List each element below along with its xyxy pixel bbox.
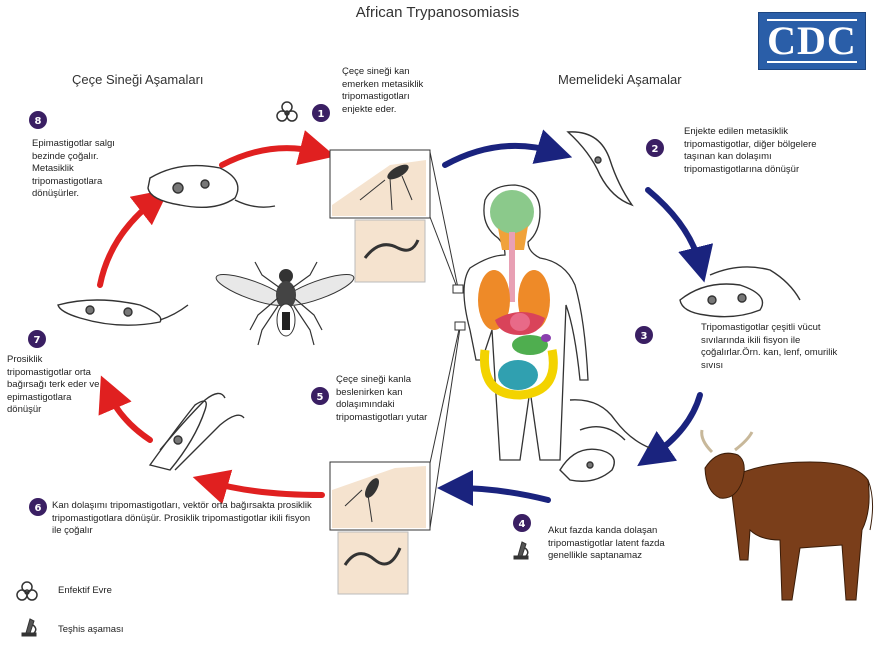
- tsetse-fly-illustration: [213, 262, 357, 345]
- step-5-text: Çeçe sineği kanla beslenirken kan dolaşı…: [336, 374, 431, 424]
- svg-text:4: 4: [519, 519, 526, 530]
- parasite-stage-7: [58, 300, 188, 325]
- step-3-text: Tripomastigotlar çeşitli vücut sıvıların…: [701, 322, 846, 372]
- legend-microscope-icon: [22, 619, 36, 636]
- arrow-8-to-1: [222, 148, 318, 165]
- legend-infective-label: Enfektif Evre: [58, 585, 112, 598]
- step-4-text: Akut fazda kanda dolaşan tripomastigotla…: [548, 525, 688, 563]
- parasite-stage-6: [150, 393, 244, 470]
- svg-text:7: 7: [34, 335, 41, 346]
- arrow-1-to-2: [445, 146, 555, 165]
- parasite-stage-8: [148, 166, 275, 208]
- cow-illustration: [702, 430, 873, 600]
- svg-text:3: 3: [641, 331, 648, 342]
- badge-4: 4: [513, 514, 531, 532]
- arrow-3-to-4: [652, 395, 700, 456]
- step-6-text: Kan dolaşımı tripomastigotları, vektör o…: [52, 500, 320, 538]
- svg-text:1: 1: [318, 109, 325, 120]
- arrow-6-to-7: [108, 392, 150, 440]
- badge-6: 6: [29, 498, 47, 516]
- badge-7: 7: [28, 330, 46, 348]
- svg-text:2: 2: [652, 144, 659, 155]
- svg-text:5: 5: [317, 392, 324, 403]
- parasite-stage-3: [680, 267, 800, 317]
- arrow-4-to-5: [455, 488, 548, 500]
- arrow-5-to-6: [210, 482, 322, 495]
- step-2-text: Enjekte edilen metasiklik tripomastigotl…: [684, 126, 839, 176]
- arrow-2-to-3: [648, 190, 700, 265]
- stage-5-fly-box: [330, 462, 430, 594]
- stage-1-fly-box: [330, 150, 430, 282]
- step-7-text: Prosiklik tripomastigotlar orta bağırsağ…: [7, 354, 102, 417]
- badge-5: 5: [311, 387, 329, 405]
- parasite-stage-4: [560, 400, 650, 481]
- arrow-7-to-8: [100, 200, 155, 285]
- biohazard-icon: [277, 102, 297, 121]
- badge-8: 8: [29, 111, 47, 129]
- microscope-icon: [514, 542, 528, 559]
- connector-lines: [430, 152, 465, 528]
- step-8-text: Epimastigotlar salgı bezinde çoğalır. Me…: [32, 138, 127, 201]
- human-body-organs: [464, 185, 588, 460]
- badge-2: 2: [646, 139, 664, 157]
- legend-diagnostic-label: Teşhis aşaması: [58, 624, 123, 637]
- svg-text:8: 8: [35, 116, 42, 127]
- svg-text:6: 6: [35, 503, 42, 514]
- step-1-text: Çeçe sineği kan emerken metasiklik tripo…: [342, 66, 442, 116]
- badge-1: 1: [312, 104, 330, 122]
- parasite-stage-2: [568, 132, 632, 205]
- badge-3: 3: [635, 326, 653, 344]
- legend-biohazard-icon: [17, 582, 37, 600]
